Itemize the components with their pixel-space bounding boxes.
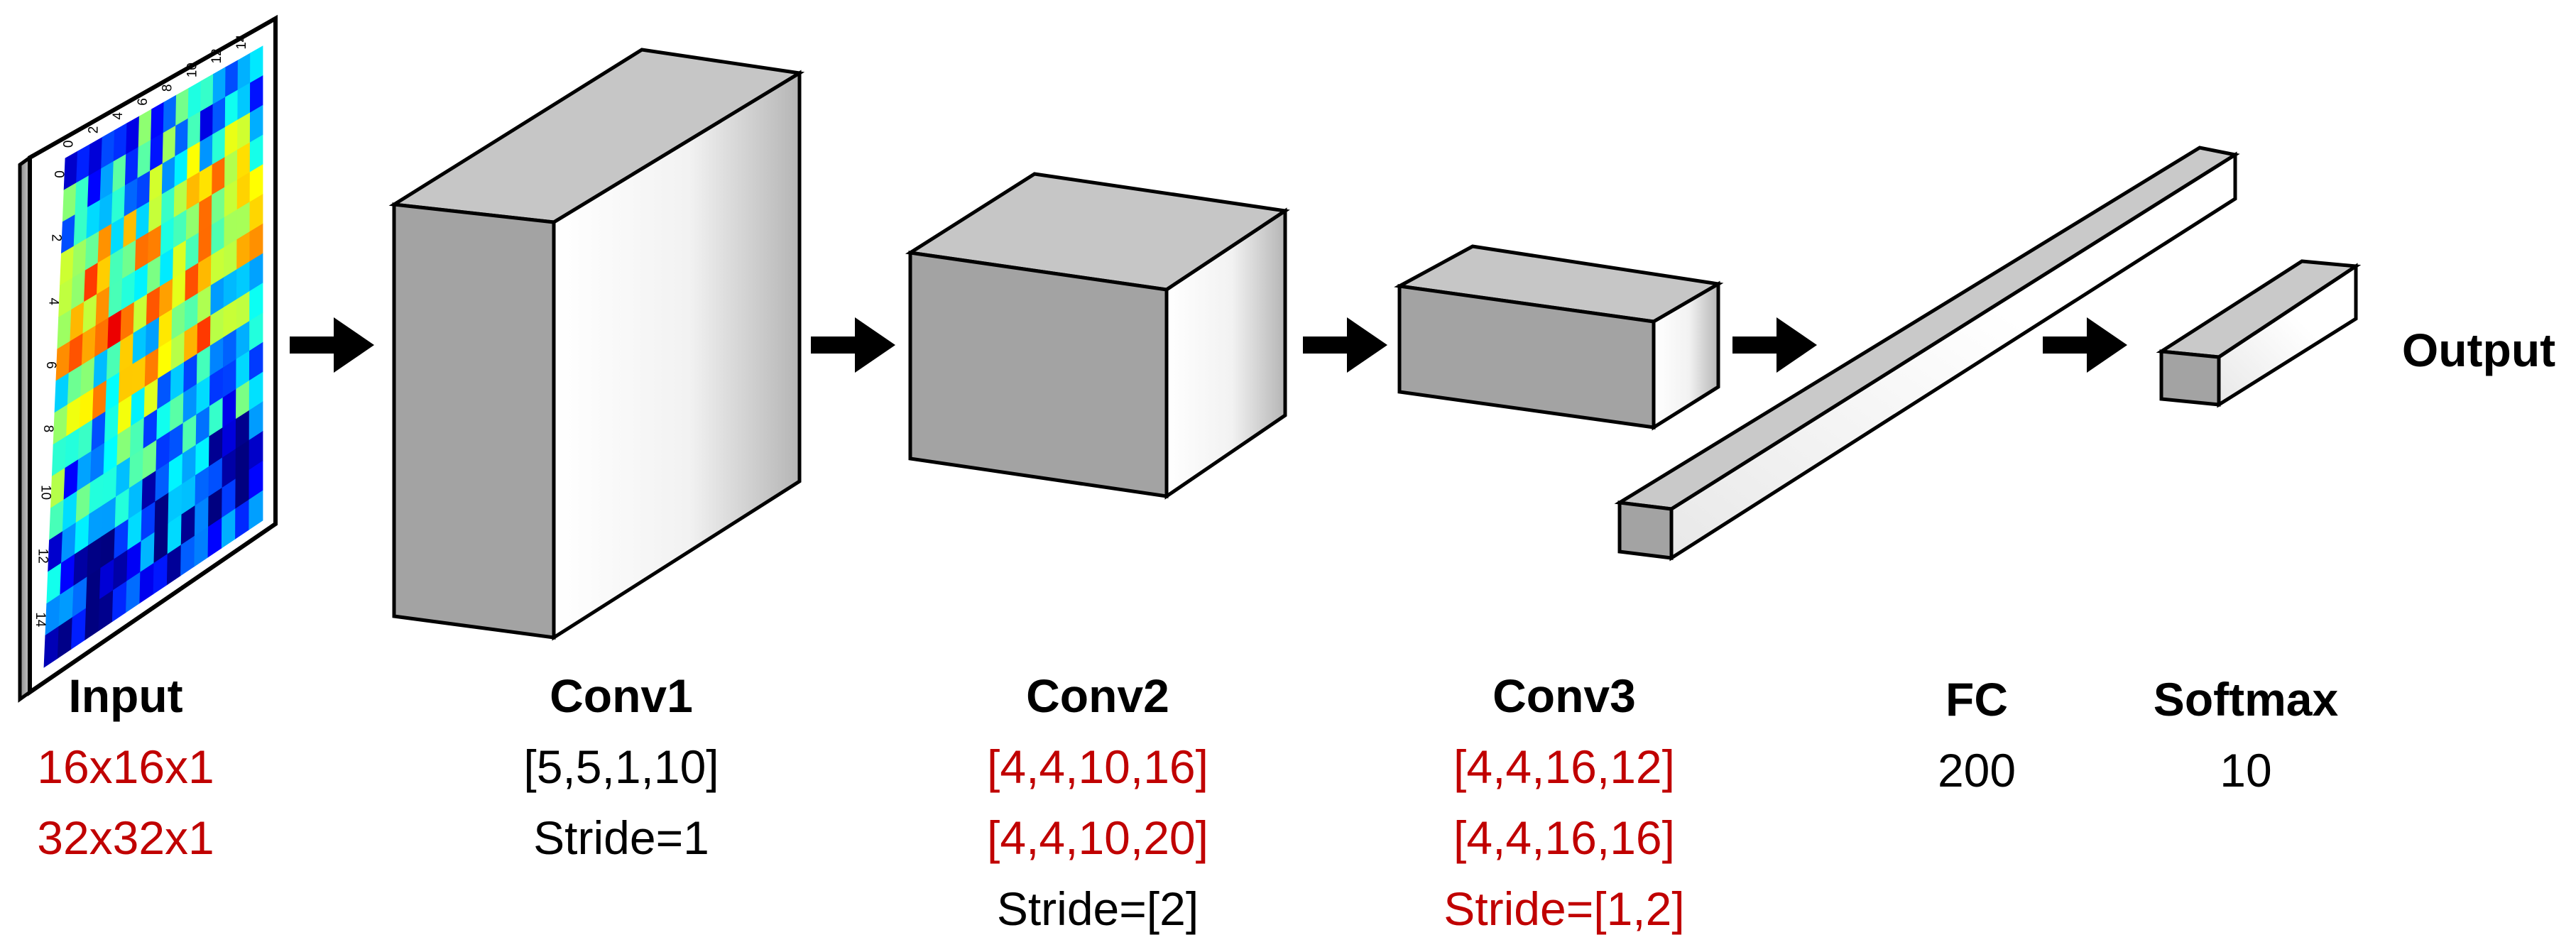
conv3-front-face: [1397, 284, 1656, 430]
softmax-front-face: [2159, 349, 2221, 407]
x-tick-label: 10: [185, 62, 200, 77]
heatmap-cell: [249, 490, 263, 530]
layer-param: 200: [1938, 744, 2016, 797]
fc-side-face: [1669, 151, 2237, 562]
y-tick-label: 0: [51, 170, 66, 178]
arrow-right-icon: [2043, 317, 2127, 373]
layer-title: Conv3: [1492, 669, 1636, 722]
layer-param: Stride=[2]: [997, 882, 1199, 935]
output-label: Output: [2402, 324, 2555, 376]
caption-softmax: Softmax 10: [2154, 673, 2339, 797]
layer-title: FC: [1945, 673, 2008, 726]
arrow-right-icon: [811, 317, 895, 373]
caption-conv1: Conv1 [5,5,1,10] Stride=1: [523, 669, 719, 864]
input-feature-map: 0 2 4 6 8 10 12 14 0 2 4 6 8 10 12 14: [18, 14, 278, 703]
layer-param: 16x16x1: [37, 740, 214, 793]
layer-title: Input: [68, 669, 182, 722]
caption-conv2: Conv2 [4,4,10,16] [4,4,10,20] Stride=[2]: [987, 669, 1208, 935]
y-tick-label: 12: [36, 549, 50, 564]
layer-param: 32x32x1: [37, 811, 214, 864]
arrow-right-icon: [290, 317, 374, 373]
layer-param: Stride=[1,2]: [1443, 882, 1684, 935]
y-tick-label: 6: [43, 361, 58, 369]
flow-arrows: [290, 317, 2127, 373]
caption-input: Input 16x16x1 32x32x1: [37, 669, 214, 864]
layer-param: [4,4,10,20]: [987, 811, 1208, 864]
y-tick-label: 10: [38, 485, 53, 500]
layer-title: Conv2: [1026, 669, 1169, 722]
layer-param: [4,4,16,16]: [1453, 811, 1675, 864]
layer-param: [5,5,1,10]: [523, 740, 719, 793]
conv1-front-face: [392, 202, 556, 640]
layer-param: Stride=1: [533, 811, 709, 864]
y-tick-label: 8: [40, 425, 55, 433]
layer-title: Softmax: [2154, 673, 2339, 726]
input-x-ticks: 0 2 4 6 8 10 12 14: [62, 34, 249, 148]
layer-param: [4,4,16,12]: [1453, 740, 1675, 793]
y-tick-label: 4: [46, 297, 61, 305]
layer-title: Conv1: [550, 669, 693, 722]
layer-param: 10: [2220, 744, 2271, 797]
x-tick-label: 6: [136, 98, 151, 106]
layer-param: [4,4,10,16]: [987, 740, 1208, 793]
x-tick-label: 14: [234, 34, 249, 50]
x-tick-label: 0: [62, 141, 77, 148]
fc-bar: [1614, 146, 2240, 562]
fc-front-face: [1617, 500, 1674, 560]
y-tick-label: 14: [33, 612, 48, 628]
x-tick-label: 4: [111, 112, 126, 120]
arrow-right-icon: [1732, 317, 1817, 373]
x-tick-label: 2: [86, 126, 101, 134]
caption-fc: FC 200: [1938, 673, 2016, 797]
conv2-box: [905, 172, 1290, 500]
caption-conv3: Conv3 [4,4,16,12] [4,4,16,16] Stride=[1,…: [1443, 669, 1684, 935]
conv2-front-face: [908, 251, 1169, 498]
x-tick-label: 8: [160, 84, 175, 92]
input-y-ticks: 0 2 4 6 8 10 12 14: [33, 170, 66, 628]
arrow-right-icon: [1303, 317, 1387, 373]
conv1-box: [388, 48, 805, 641]
input-heatmap: [43, 45, 263, 668]
conv3-box: [1394, 244, 1724, 431]
y-tick-label: 2: [48, 234, 63, 242]
x-tick-label: 12: [209, 48, 224, 63]
softmax-bar: [2156, 259, 2362, 408]
